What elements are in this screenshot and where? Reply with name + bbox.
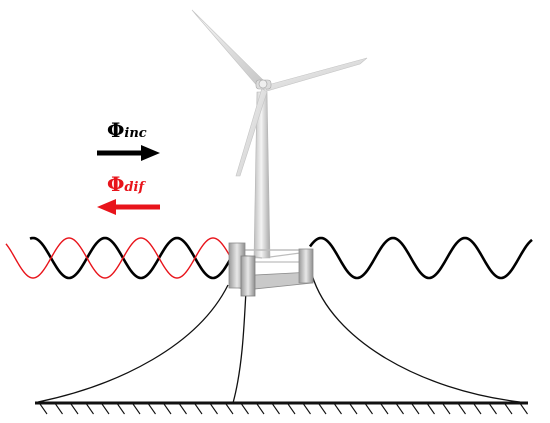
seabed-hatch-icon: [35, 401, 528, 415]
seabed-hatches: [39, 403, 528, 415]
seabed-hatch-mark: [504, 403, 513, 415]
seabed-hatch-mark: [396, 403, 404, 415]
turbine-blade-up: [191, 9, 264, 89]
mooring-line-left: [37, 284, 229, 403]
seabed-hatch-mark: [210, 403, 218, 415]
seabed-hatch-mark: [287, 403, 296, 415]
platform-column-right: [298, 248, 314, 284]
seabed-hatch-mark: [86, 403, 94, 415]
semi-submersible-platform-icon: [228, 242, 314, 297]
diffracted-symbol: Φ: [107, 172, 125, 196]
seabed-hatch-mark: [241, 403, 249, 415]
seabed-hatch-mark: [101, 403, 110, 415]
seabed-hatch-mark: [349, 403, 358, 415]
seabed-hatch-mark: [365, 403, 373, 415]
seabed-hatch-mark: [39, 403, 48, 415]
seabed-hatch-mark: [427, 403, 435, 415]
mooring-line-right: [311, 274, 521, 403]
seabed-hatch-mark: [489, 403, 497, 415]
incident-wave-right: [308, 236, 533, 280]
seabed-hatch-mark: [458, 403, 466, 415]
seabed-hatch-mark: [117, 403, 125, 415]
diffracted-subscript: dif: [124, 180, 145, 195]
seabed-hatch-mark: [318, 403, 327, 415]
seabed-hatch-mark: [303, 403, 311, 415]
seabed-hatch-mark: [225, 403, 234, 415]
seabed-hatch-mark: [194, 403, 203, 415]
diffracted-arrow: [97, 199, 160, 215]
seabed-hatch-mark: [163, 403, 172, 415]
platform-column-center: [240, 255, 256, 297]
wind-turbine-icon: [191, 9, 368, 259]
seabed-hatch-mark: [272, 403, 280, 415]
seabed-hatch-mark: [132, 403, 141, 415]
seabed-hatch-mark: [520, 403, 528, 415]
seabed-hatch-mark: [334, 403, 342, 415]
turbine-blade-right: [263, 57, 368, 92]
turbine-blade-down: [235, 87, 268, 177]
diffracted-wave: [5, 237, 233, 279]
seabed-hatch-mark: [442, 403, 451, 415]
incident-subscript: inc: [124, 126, 147, 141]
mooring-lines: [37, 274, 521, 404]
incident-wave-left: [29, 236, 234, 280]
seabed-hatch-mark: [70, 403, 79, 415]
seabed-hatch-mark: [473, 403, 482, 415]
seabed-hatch-mark: [179, 403, 187, 415]
seabed-hatch-mark: [411, 403, 420, 415]
incident-wave-label: Φinc: [107, 118, 147, 142]
seabed-hatch-mark: [256, 403, 265, 415]
incident-symbol: Φ: [107, 118, 125, 142]
mooring-line-center: [232, 289, 247, 404]
seabed-hatch-mark: [55, 403, 63, 415]
seabed-hatch-mark: [380, 403, 389, 415]
seabed-hatch-mark: [148, 403, 156, 415]
turbine-hub: [258, 79, 268, 89]
incident-arrow: [97, 145, 160, 161]
diffracted-wave-label: Φdif: [107, 172, 144, 196]
